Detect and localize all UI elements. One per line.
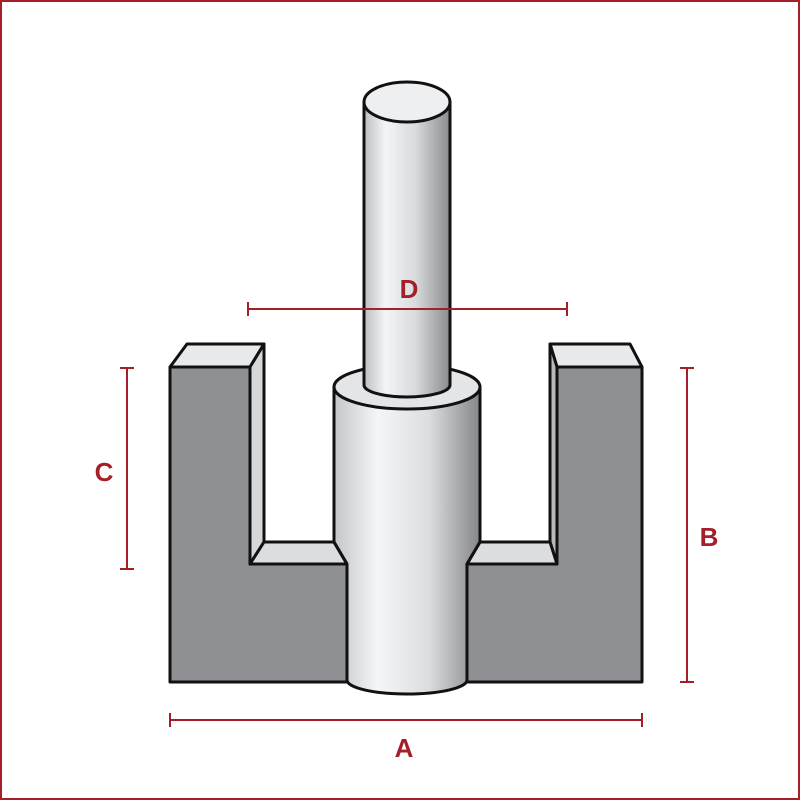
right-prong-inner [548, 342, 559, 566]
dimension-c-label: C [95, 457, 114, 487]
shaft-icon [362, 80, 452, 399]
dimension-lines [120, 302, 694, 727]
right-prong-top [548, 342, 644, 369]
collar-body [332, 385, 482, 696]
left-prong-top [168, 342, 266, 369]
dimension-a-label: A [395, 733, 414, 763]
dimension-b-label: B [700, 522, 719, 552]
left-prong-inner [248, 342, 266, 566]
dimension-d-label: D [400, 274, 419, 304]
shank-body [362, 100, 452, 399]
cutter-collar [332, 363, 482, 696]
shank-top [362, 80, 452, 124]
